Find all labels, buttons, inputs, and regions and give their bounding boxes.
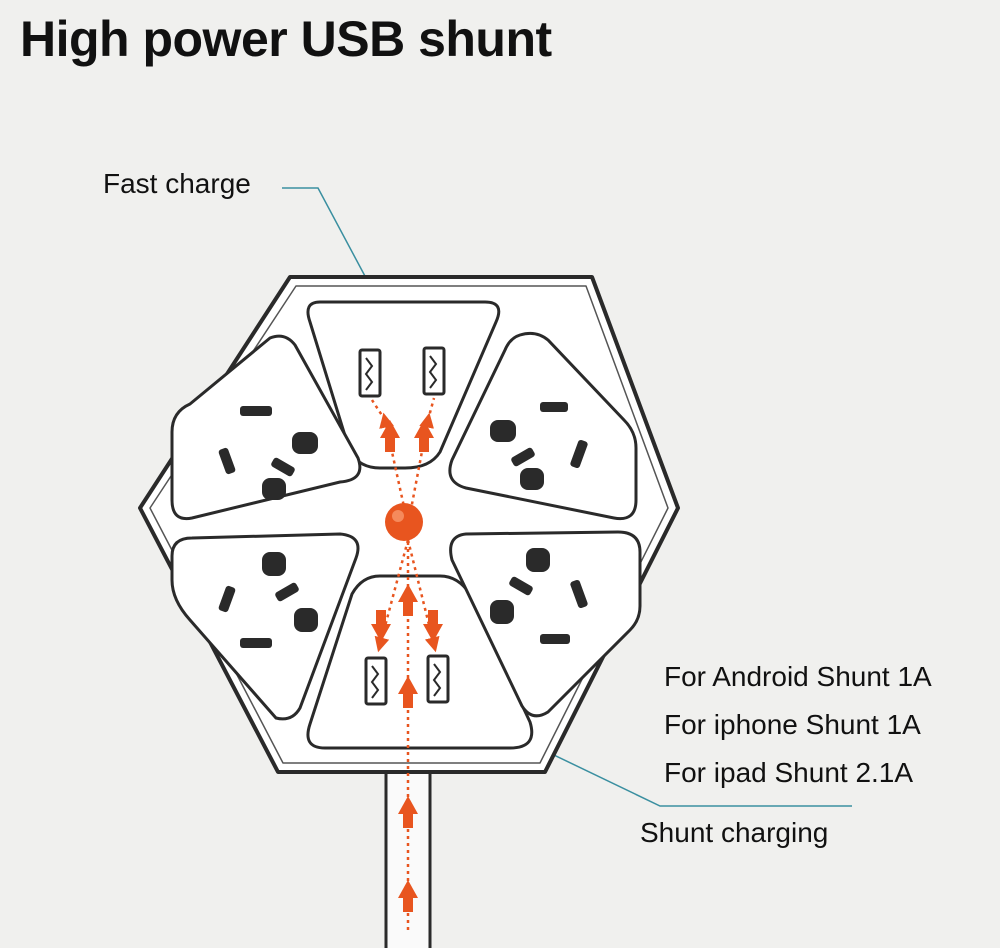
center-hub — [385, 503, 423, 541]
spec-android: For Android Shunt 1A — [664, 661, 932, 692]
arrow-down-icon — [371, 610, 443, 642]
usb-panel-top — [306, 300, 501, 470]
socket-icon — [218, 406, 318, 500]
outlet-panel-top-right — [448, 331, 638, 521]
outlet-panel-top-left — [170, 334, 362, 521]
spec-ipad: For ipad Shunt 2.1A — [664, 757, 914, 788]
fast-charge-label: Fast charge — [103, 168, 251, 199]
fast-charge-leader — [282, 187, 367, 279]
page-title: High power USB shunt — [20, 11, 552, 67]
socket-icon — [490, 548, 588, 644]
usb-port-icon — [426, 654, 450, 704]
arrow-up-icon — [380, 420, 434, 912]
outlet-panel-bottom-left — [170, 532, 360, 721]
shunt-charging-label: Shunt charging — [640, 817, 829, 848]
spec-iphone: For iphone Shunt 1A — [664, 709, 921, 740]
socket-icon — [490, 402, 588, 490]
usb-panel-bottom — [306, 574, 534, 750]
outlet-panel-bottom-right — [449, 530, 642, 718]
usb-port-icon — [364, 656, 388, 706]
socket-icon — [218, 552, 318, 648]
usb-port-icon — [358, 348, 382, 398]
usb-port-icon — [422, 346, 446, 396]
shunt-spec-list: For Android Shunt 1A For iphone Shunt 1A… — [664, 658, 932, 802]
